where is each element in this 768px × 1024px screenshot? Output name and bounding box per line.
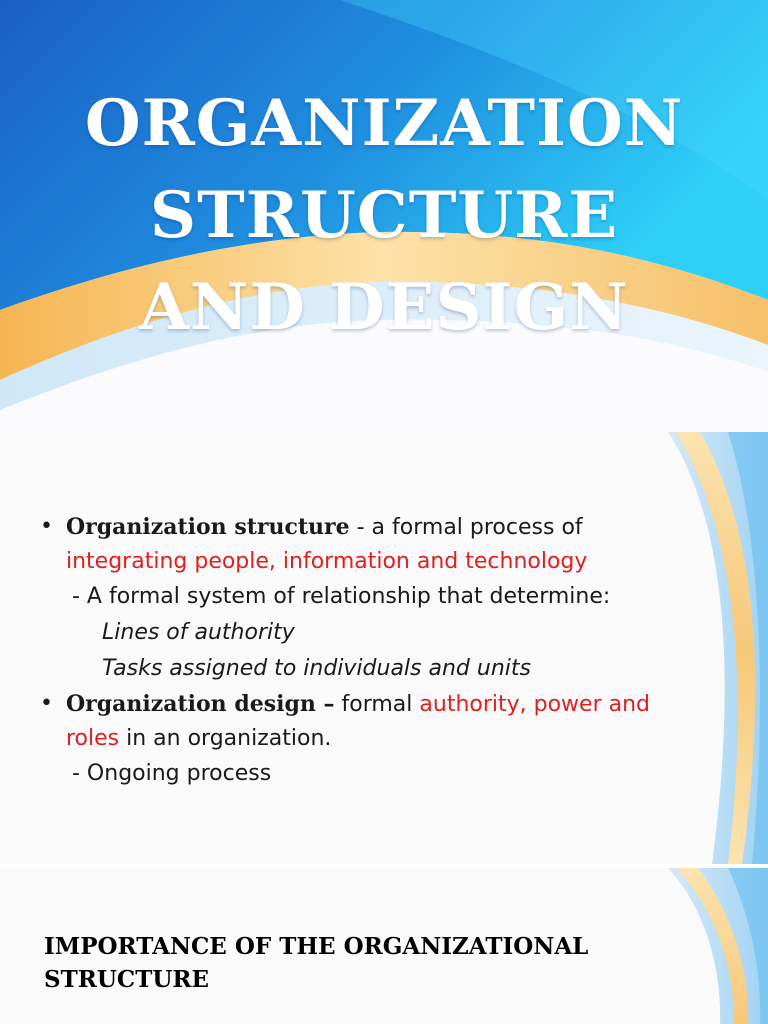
highlight-text: authority, power and	[419, 692, 651, 717]
bullet-icon: •	[40, 691, 53, 716]
content-body: • Organization structure - a formal proc…	[40, 510, 730, 792]
sub-point: - A formal system of relationship that d…	[72, 584, 611, 609]
title-slide: ORGANIZATION STRUCTURE AND DESIGN	[0, 0, 768, 432]
detail-line: Lines of authority	[102, 620, 295, 645]
heading-slide: IMPORTANCE OF THE ORGANIZATIONAL STRUCTU…	[0, 868, 768, 1024]
detail-line: Tasks assigned to individuals and units	[102, 656, 531, 681]
title-slide-background	[0, 0, 768, 432]
heading-slide-background	[0, 868, 768, 1024]
title-line: AND DESIGN	[139, 270, 629, 345]
content-slide-background	[0, 432, 768, 864]
title-line: STRUCTURE	[149, 178, 619, 253]
slide-divider	[0, 864, 768, 868]
term-organization-design: Organization design –	[66, 691, 335, 717]
bullet-item-design: • Organization design – formal authority…	[40, 687, 730, 756]
heading-line: STRUCTURE	[44, 966, 210, 993]
highlight-text: roles	[66, 726, 120, 751]
highlight-text: integrating people, information and tech…	[66, 549, 588, 574]
slide-title: ORGANIZATION STRUCTURE AND DESIGN	[0, 78, 768, 354]
content-slide: • Organization structure - a formal proc…	[0, 432, 768, 864]
body-text: in an organization.	[119, 726, 332, 751]
bullet-icon: •	[40, 514, 53, 539]
sub-point: - Ongoing process	[72, 761, 272, 786]
bullet-item-structure: • Organization structure - a formal proc…	[40, 510, 730, 579]
section-heading: IMPORTANCE OF THE ORGANIZATIONAL STRUCTU…	[44, 930, 684, 996]
heading-line: IMPORTANCE OF THE ORGANIZATIONAL	[44, 933, 589, 960]
term-organization-structure: Organization structure	[66, 514, 350, 540]
term-separator: formal	[334, 692, 420, 717]
title-line: ORGANIZATION	[84, 86, 684, 161]
term-separator: - a formal process of	[349, 515, 583, 540]
